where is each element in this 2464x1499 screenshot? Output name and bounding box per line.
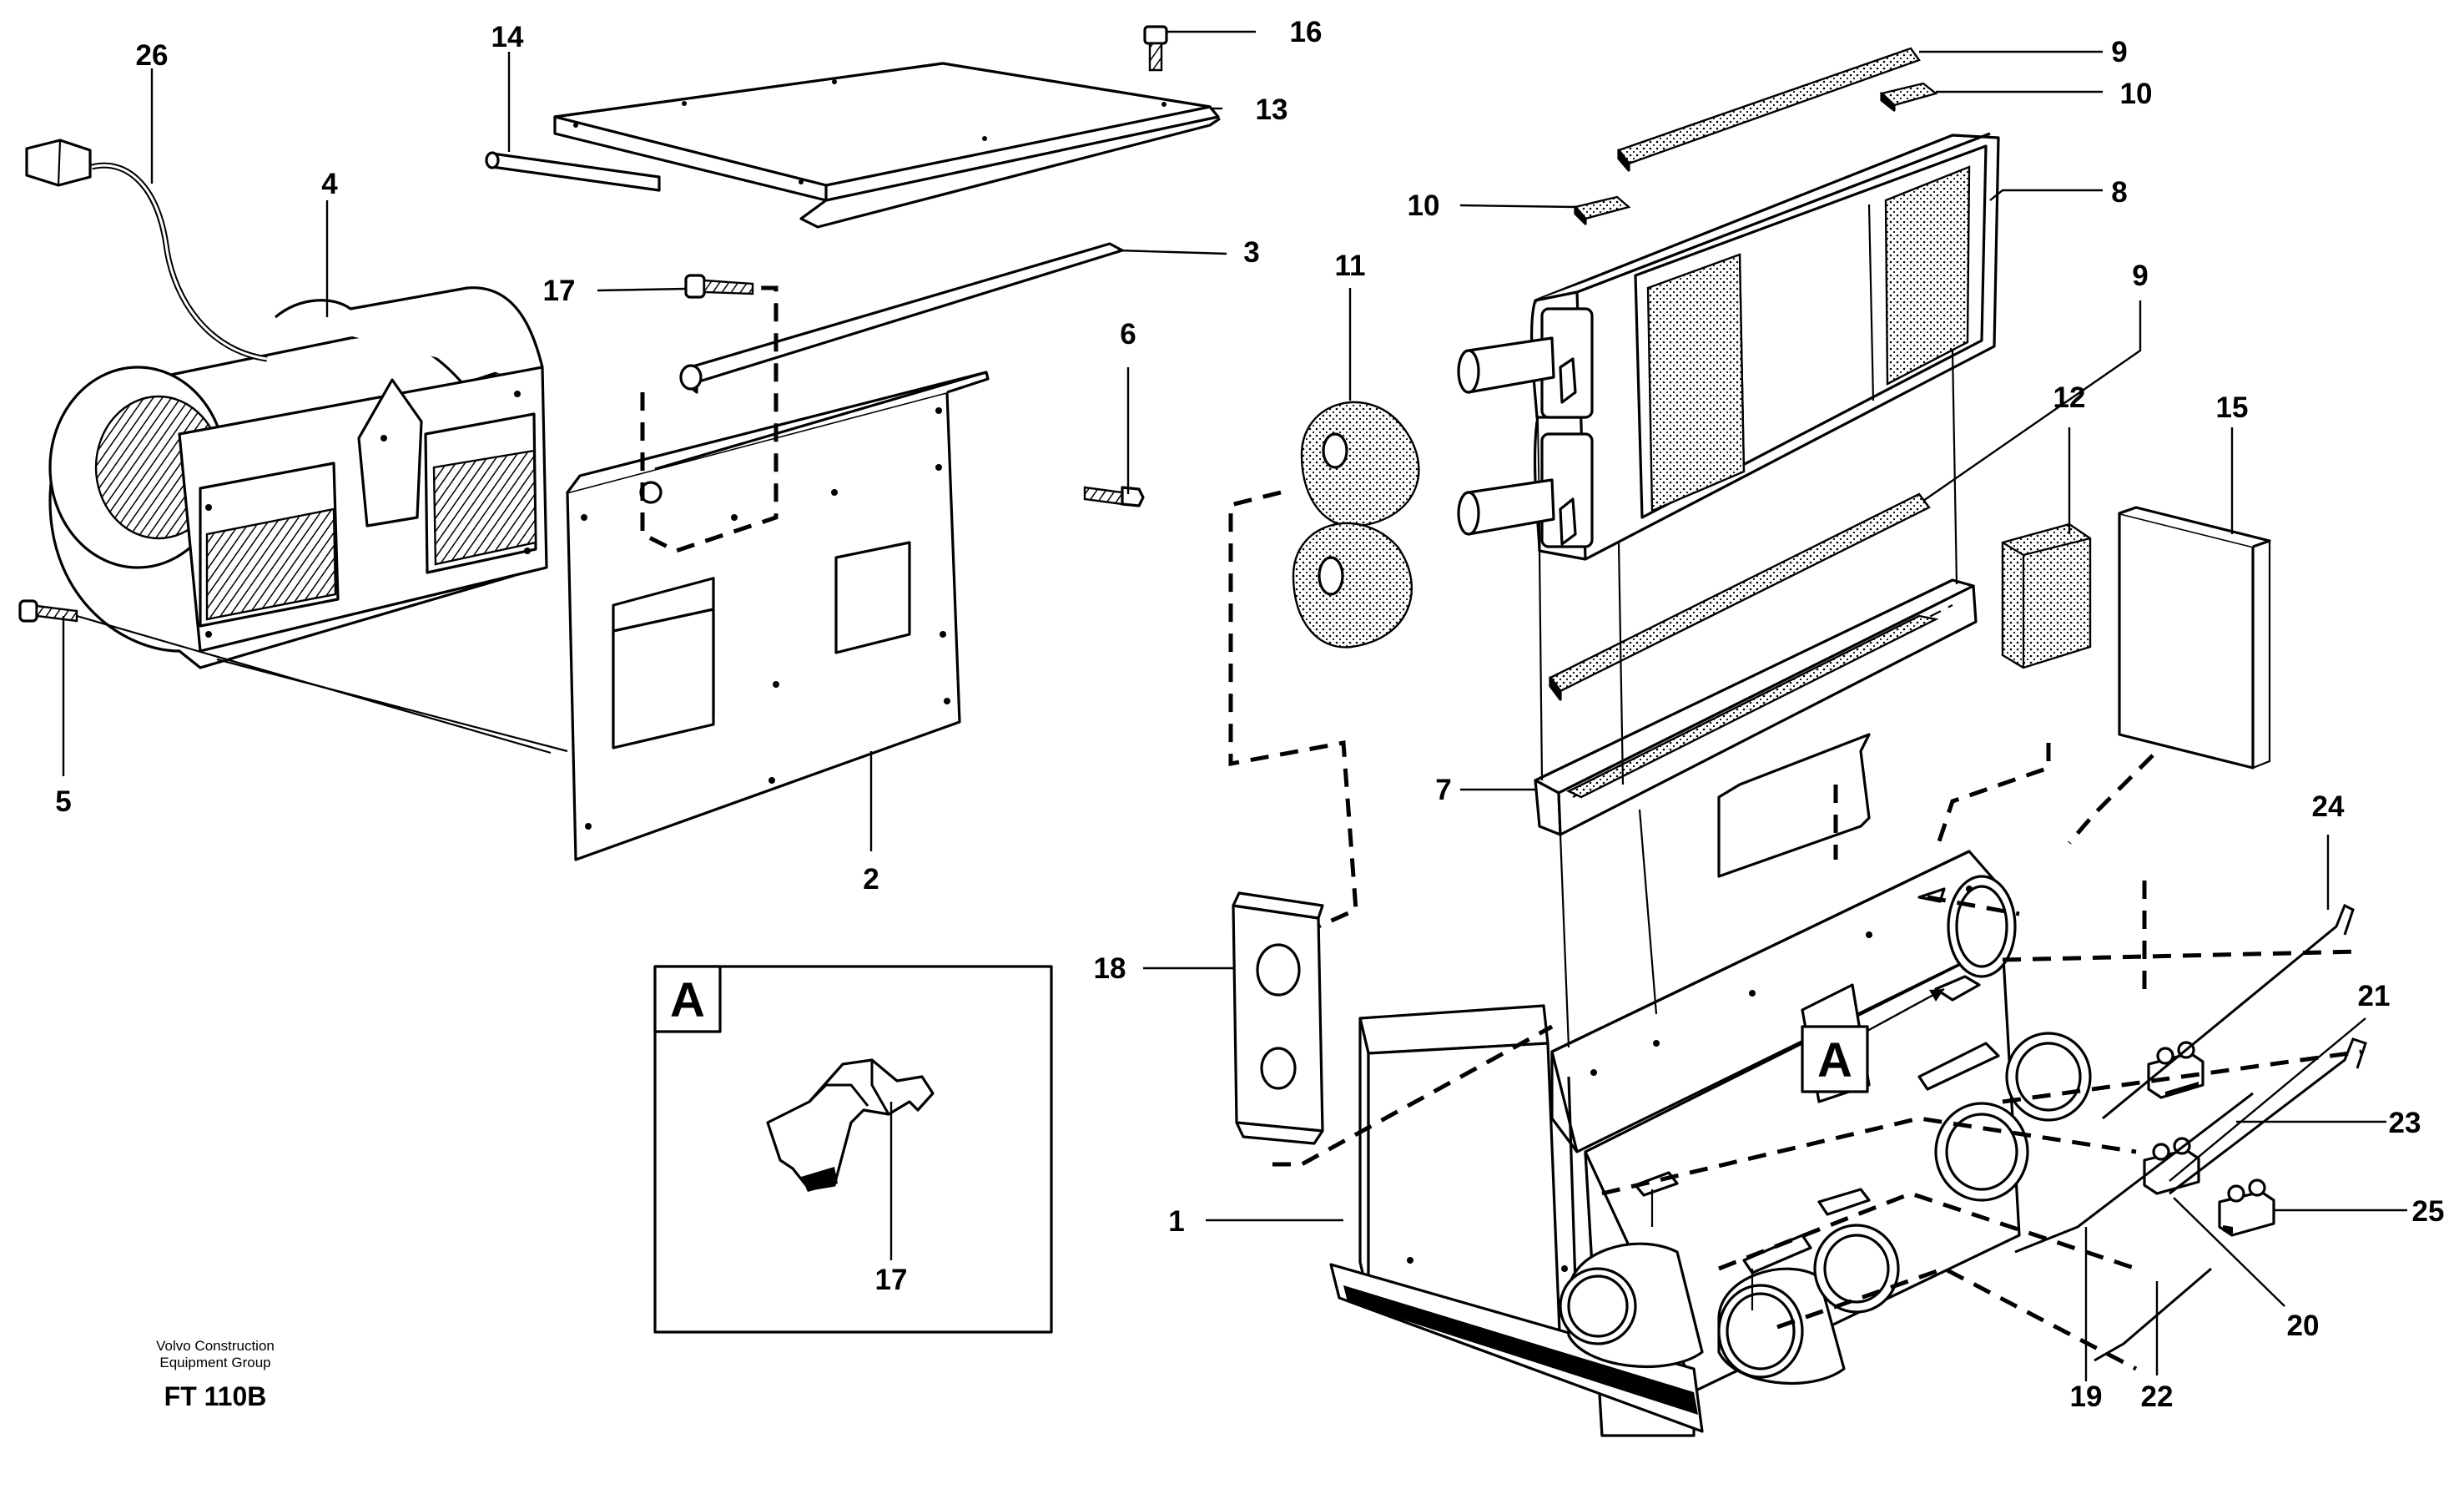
callout-1: 1 bbox=[1168, 1205, 1184, 1238]
company-name-line-2: Equipment Group bbox=[159, 1355, 270, 1370]
part-24-terminal-block bbox=[2218, 1179, 2275, 1237]
callout-14: 15 bbox=[2216, 391, 2249, 424]
callout-11: 11 bbox=[1335, 250, 1366, 282]
part-10-foam-pad-right bbox=[1879, 82, 1938, 112]
footer: Volvo Construction Equipment Group FT 11… bbox=[156, 1338, 275, 1411]
part-2-mounting-plate bbox=[566, 371, 990, 861]
callout-15: 13 bbox=[1256, 93, 1288, 126]
callout-21: 23 bbox=[2389, 1107, 2421, 1139]
callout-3: 3 bbox=[1243, 236, 1259, 269]
company-name-line-1: Volvo Construction bbox=[156, 1338, 275, 1354]
alignment-lines bbox=[1538, 350, 1958, 1048]
part-13-bracket bbox=[1232, 891, 1324, 1145]
callout-22: 19 bbox=[2070, 1380, 2103, 1413]
leader-lines bbox=[62, 30, 2407, 1381]
callout-5: 5 bbox=[55, 785, 71, 818]
part-16-rod bbox=[485, 151, 661, 192]
callout-13: 18 bbox=[1094, 952, 1126, 985]
part-23-wire bbox=[2102, 903, 2355, 1120]
part-17-screw-left bbox=[684, 274, 754, 299]
air-outlet-1 bbox=[1559, 1242, 1704, 1368]
part-5-screw bbox=[18, 599, 78, 623]
assembly-dashed-lines bbox=[640, 285, 2362, 1371]
callout-7: 7 bbox=[1435, 774, 1451, 806]
air-outlet-4 bbox=[1934, 1102, 2029, 1202]
part-15-cover-plate bbox=[553, 62, 1221, 229]
callout-20: 22 bbox=[2141, 1380, 2174, 1413]
callout-10-right: 10 bbox=[2120, 78, 2153, 110]
part-19-terminal-block bbox=[2147, 1041, 2204, 1099]
callout-9-top: 9 bbox=[2111, 36, 2127, 68]
callout-labels: 26 4 14 16 13 17 3 6 5 2 11 10 9 10 8 9 … bbox=[55, 16, 2444, 1413]
callout-6: 6 bbox=[1120, 318, 1136, 351]
callout-10-left: 10 bbox=[1408, 189, 1440, 222]
callout-18: 20 bbox=[2287, 1310, 2320, 1342]
part-26-cable bbox=[25, 139, 268, 362]
part-12-foam-block bbox=[2001, 522, 2092, 669]
part-6-bolt bbox=[1083, 486, 1145, 507]
callout-2: 2 bbox=[863, 863, 879, 896]
callout-17-top: 16 bbox=[1290, 16, 1323, 48]
detail-marker-a: A bbox=[1801, 987, 1945, 1093]
detail-view-a-label: A bbox=[670, 973, 705, 1027]
part-20-wire bbox=[2094, 1267, 2212, 1362]
callout-9-mid: 9 bbox=[2132, 260, 2148, 292]
part-25-clip bbox=[766, 1058, 935, 1192]
callout-19: 21 bbox=[2358, 980, 2391, 1012]
callout-17-left: 17 bbox=[543, 275, 576, 307]
callout-12: 12 bbox=[2053, 381, 2086, 414]
callout-23: 24 bbox=[2312, 790, 2345, 823]
figure-code: FT 110B bbox=[164, 1381, 267, 1411]
part-14-plate bbox=[2118, 506, 2271, 770]
air-outlet-5 bbox=[2005, 1032, 2092, 1122]
callout-8: 8 bbox=[2111, 176, 2127, 209]
part-3-strip bbox=[679, 242, 1124, 394]
part-7-drip-tray bbox=[1534, 578, 1978, 836]
part-11-foam-ring-upper bbox=[1300, 401, 1420, 527]
callout-25: 17 bbox=[875, 1264, 908, 1296]
part-18-terminal-block bbox=[2143, 1137, 2200, 1195]
part-22-wire bbox=[2014, 1092, 2254, 1254]
part-9-seal-strip-upper bbox=[1617, 47, 1921, 172]
part-17-screw-top bbox=[1143, 25, 1168, 72]
callout-24: 25 bbox=[2412, 1195, 2445, 1228]
part-4-blower bbox=[48, 286, 548, 669]
detail-marker-a-label: A bbox=[1817, 1033, 1852, 1088]
part-21-wire bbox=[2169, 1037, 2367, 1195]
callout-4: 4 bbox=[321, 168, 338, 200]
part-10-foam-pad-left bbox=[1573, 195, 1631, 225]
part-11-foam-ring-lower bbox=[1292, 522, 1413, 649]
part-1-heater-housing bbox=[1329, 733, 2092, 1437]
detail-view-a: A bbox=[653, 965, 1053, 1334]
callout-16: 14 bbox=[491, 21, 524, 53]
part-9-seal-strip-lower bbox=[1549, 492, 1931, 701]
callout-26: 26 bbox=[136, 39, 169, 72]
air-outlet-3 bbox=[1813, 1224, 1900, 1314]
